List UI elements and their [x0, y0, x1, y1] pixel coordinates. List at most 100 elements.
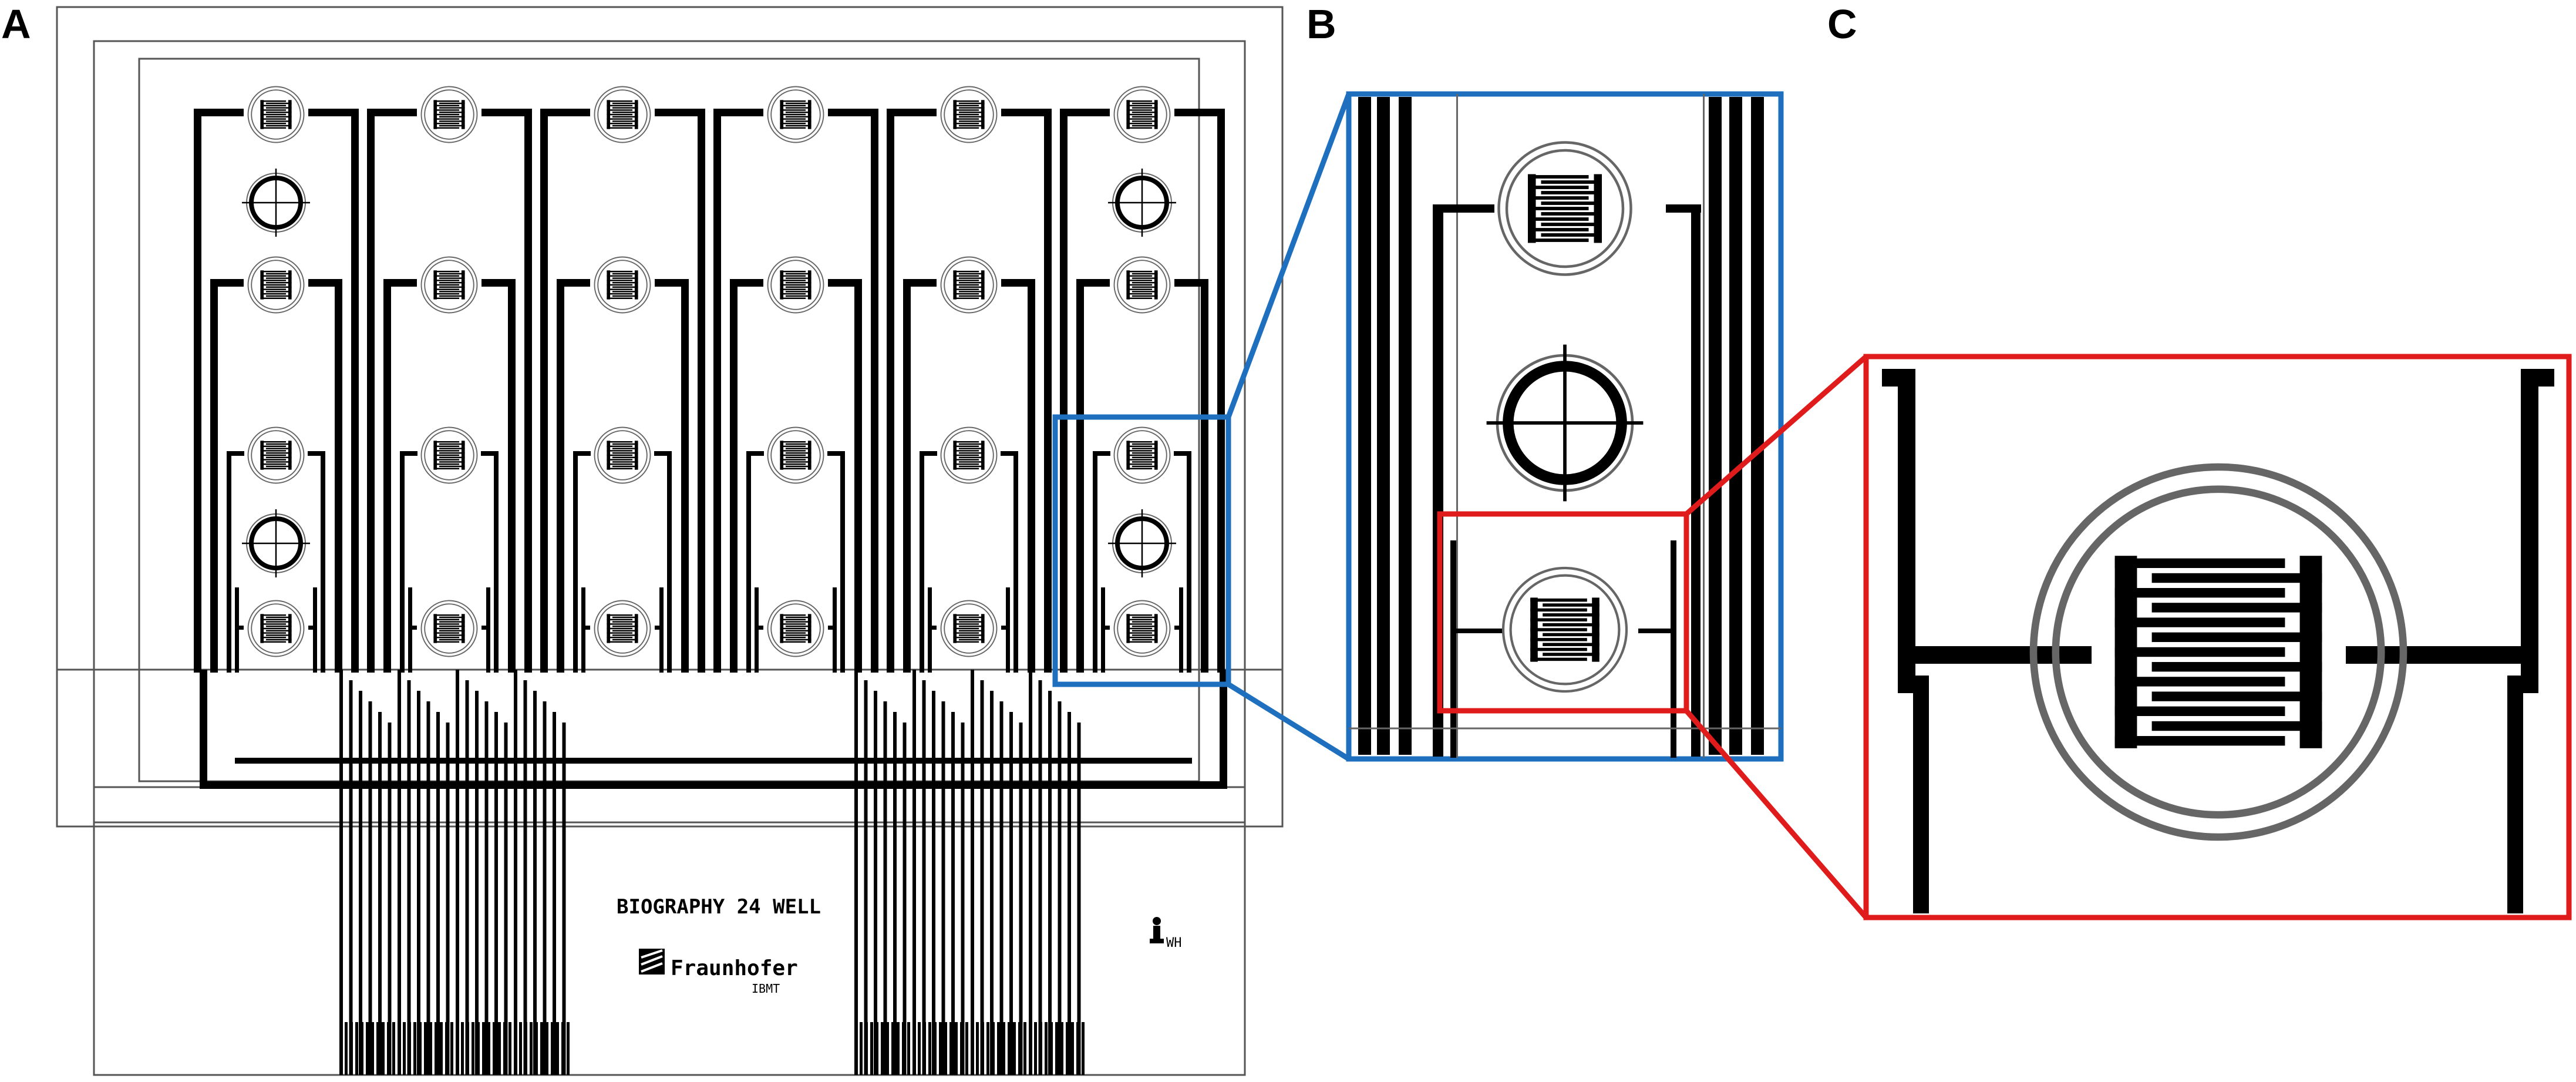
ide-finger	[265, 291, 292, 293]
ide-finger	[1132, 295, 1158, 297]
trace-vertical	[1358, 97, 1371, 755]
ide-finger	[433, 275, 460, 277]
ide-finger	[953, 109, 979, 111]
ide-finger	[780, 632, 806, 634]
trace-bundle-right	[912, 670, 916, 1075]
ide-finger	[785, 286, 811, 288]
trace-vertical	[367, 109, 375, 673]
ide-well	[940, 86, 998, 143]
trace-horizontal	[367, 109, 417, 116]
trace-horizontal	[1915, 646, 2092, 664]
trace-vertical	[540, 109, 548, 673]
ide-finger	[1126, 270, 1153, 273]
trace-vertical	[494, 451, 499, 673]
ide-finger	[780, 127, 806, 129]
ide-finger	[785, 461, 811, 463]
trace-horizontal	[235, 626, 244, 630]
contact-pad-finger	[514, 1022, 517, 1075]
contact-pad-finger	[860, 1022, 863, 1075]
ide-finger	[439, 456, 465, 459]
contact-pad-finger	[450, 1022, 453, 1075]
ide-finger	[1132, 277, 1158, 279]
ide-bus-right	[461, 441, 465, 470]
ide-finger	[780, 614, 806, 616]
ide-finger	[953, 118, 979, 120]
ide-finger	[1126, 632, 1153, 634]
ide-finger	[780, 105, 806, 107]
ide-finger	[433, 441, 460, 443]
ide-finger	[607, 441, 633, 443]
ide-bus-right	[634, 441, 638, 470]
trace-bundle-left	[456, 670, 459, 1075]
ide-finger	[958, 465, 985, 468]
ide-finger	[265, 639, 292, 641]
ide-finger	[953, 293, 979, 295]
ide-well	[247, 86, 305, 143]
trace-horizontal	[1433, 204, 1494, 213]
ide-finger	[439, 461, 465, 463]
contact-pad-finger	[398, 1022, 400, 1075]
ide-finger	[265, 116, 292, 118]
contact-pad-finger	[986, 1022, 989, 1075]
ide-finger	[439, 448, 465, 449]
trace-bundle-right	[1048, 691, 1052, 1075]
ide-finger	[433, 619, 460, 621]
ide-bus-right	[2299, 556, 2322, 748]
trace-vertical	[227, 451, 231, 673]
trace-horizontal	[481, 109, 531, 116]
ide-finger	[265, 456, 292, 459]
panel-label-a: A	[1, 1, 31, 47]
contact-pad-finger	[939, 1022, 942, 1075]
contact-pad-finger	[997, 1022, 1000, 1075]
ide-finger	[958, 621, 985, 623]
trace-horizontal	[828, 109, 878, 116]
ide-finger	[612, 616, 638, 619]
trace-vertical	[508, 279, 516, 673]
ide-bus-right	[807, 270, 811, 300]
zoom-box-c-marker	[1437, 511, 1689, 714]
ide-finger	[780, 445, 806, 448]
ide-finger	[607, 288, 633, 290]
ide-finger	[1126, 627, 1153, 630]
ide-finger	[785, 295, 811, 297]
ide-finger	[433, 632, 460, 634]
ide-finger	[439, 116, 465, 118]
ide-finger	[1530, 618, 1587, 621]
ide-finger	[612, 621, 638, 623]
ide-finger	[265, 465, 292, 468]
ide-finger	[958, 452, 985, 454]
ide-bus-right	[1594, 174, 1602, 243]
ide-finger	[607, 297, 633, 300]
ide-bus-right	[1154, 270, 1158, 300]
ide-finger	[612, 634, 638, 636]
trace-vertical	[383, 279, 391, 673]
ide-well	[594, 600, 651, 657]
contact-pad-finger	[382, 1022, 385, 1075]
ide-finger	[780, 293, 806, 295]
contact-pad-finger	[1082, 1022, 1085, 1075]
ide-finger	[1132, 625, 1158, 627]
trace-vertical	[1013, 451, 1018, 673]
well-ring-outer	[940, 600, 998, 657]
ide-finger	[607, 275, 633, 277]
well-ring-outer	[1113, 86, 1171, 143]
trace-horizontal	[581, 626, 590, 630]
ide-finger	[953, 284, 979, 286]
ide-finger	[1543, 633, 1600, 637]
contact-pad-finger	[1050, 1022, 1053, 1075]
trace-vertical	[659, 587, 664, 673]
trace-vertical	[854, 279, 862, 673]
ide-finger	[433, 288, 460, 290]
ide-finger	[612, 448, 638, 449]
trace-horizontal	[1174, 279, 1208, 287]
trace-horizontal	[308, 626, 317, 630]
ide-finger	[958, 116, 985, 118]
ide-finger	[1132, 291, 1158, 293]
trace-horizontal	[828, 626, 837, 630]
contact-pad-finger	[976, 1022, 979, 1075]
ide-finger	[265, 107, 292, 109]
ide-finger	[433, 454, 460, 456]
ide-finger	[265, 277, 292, 279]
ide-finger	[780, 270, 806, 273]
ide-finger	[958, 281, 985, 284]
